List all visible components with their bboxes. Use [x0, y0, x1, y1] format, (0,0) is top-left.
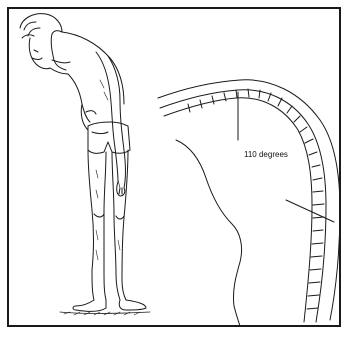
bent-man-figure: [20, 14, 150, 315]
angle-line-oblique: [286, 200, 334, 222]
angle-label: 110 degrees: [244, 150, 288, 159]
spine-diagram: [158, 80, 340, 326]
